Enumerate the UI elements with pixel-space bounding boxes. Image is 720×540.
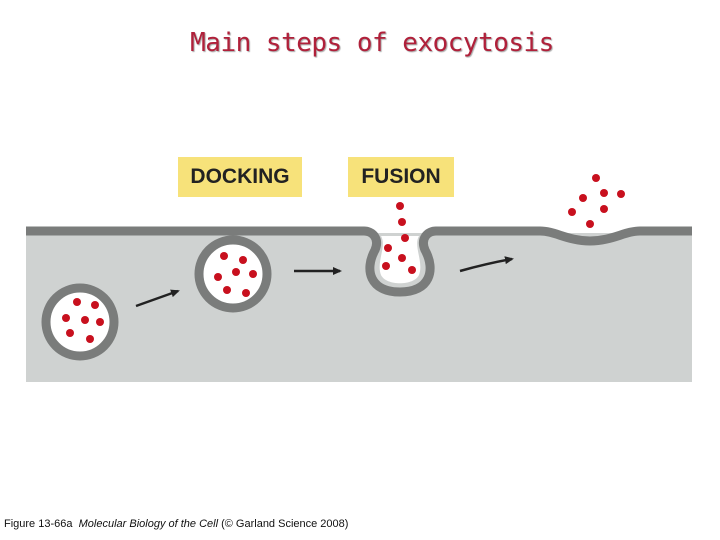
cargo-dot bbox=[242, 289, 250, 297]
cargo-dot bbox=[579, 194, 587, 202]
slide-title: Main steps of exocytosis bbox=[190, 28, 554, 58]
figure-caption: Figure 13-66a Molecular Biology of the C… bbox=[4, 518, 348, 530]
cargo-dot bbox=[586, 220, 594, 228]
caption-figure: Figure 13-66a bbox=[4, 518, 73, 530]
cargo-dot bbox=[600, 189, 608, 197]
cargo-dot bbox=[66, 329, 74, 337]
cargo-dot bbox=[568, 208, 576, 216]
cargo-dot bbox=[81, 316, 89, 324]
cytosol-region bbox=[26, 233, 692, 382]
cargo-dot bbox=[249, 270, 257, 278]
docking-label-text: DOCKING bbox=[190, 165, 290, 188]
vesicle-approaching bbox=[41, 283, 119, 361]
fusion-label: FUSION bbox=[348, 157, 454, 197]
cargo-dot bbox=[600, 205, 608, 213]
arrow-fuse bbox=[459, 256, 514, 273]
cargo-dot bbox=[592, 174, 600, 182]
cargo-dot bbox=[239, 256, 247, 264]
cargo-dot bbox=[220, 252, 228, 260]
cargo-dot bbox=[384, 244, 392, 252]
caption-credit: (© Garland Science 2008) bbox=[221, 518, 349, 530]
cargo-dot bbox=[223, 286, 231, 294]
vesicle-docked bbox=[194, 235, 272, 313]
cargo-dot bbox=[382, 262, 390, 270]
docking-label: DOCKING bbox=[178, 157, 302, 197]
cargo-dot bbox=[396, 202, 404, 210]
cargo-dot bbox=[214, 273, 222, 281]
cargo-dot bbox=[232, 268, 240, 276]
cargo-dot bbox=[73, 298, 81, 306]
cargo-dot bbox=[91, 301, 99, 309]
plasma-membrane bbox=[26, 226, 692, 297]
cargo-dot bbox=[398, 218, 406, 226]
cargo-dot bbox=[86, 335, 94, 343]
cargo-dot bbox=[408, 266, 416, 274]
cargo-dot bbox=[617, 190, 625, 198]
fusion-label-text: FUSION bbox=[361, 165, 441, 188]
cargo-dot bbox=[62, 314, 70, 322]
arrow-approach bbox=[135, 289, 180, 308]
cargo-released bbox=[568, 174, 625, 228]
caption-book: Molecular Biology of the Cell bbox=[78, 518, 219, 530]
cargo-dot bbox=[96, 318, 104, 326]
cargo-dot bbox=[398, 254, 406, 262]
cargo-fusion bbox=[382, 202, 416, 274]
cargo-dot bbox=[401, 234, 409, 242]
